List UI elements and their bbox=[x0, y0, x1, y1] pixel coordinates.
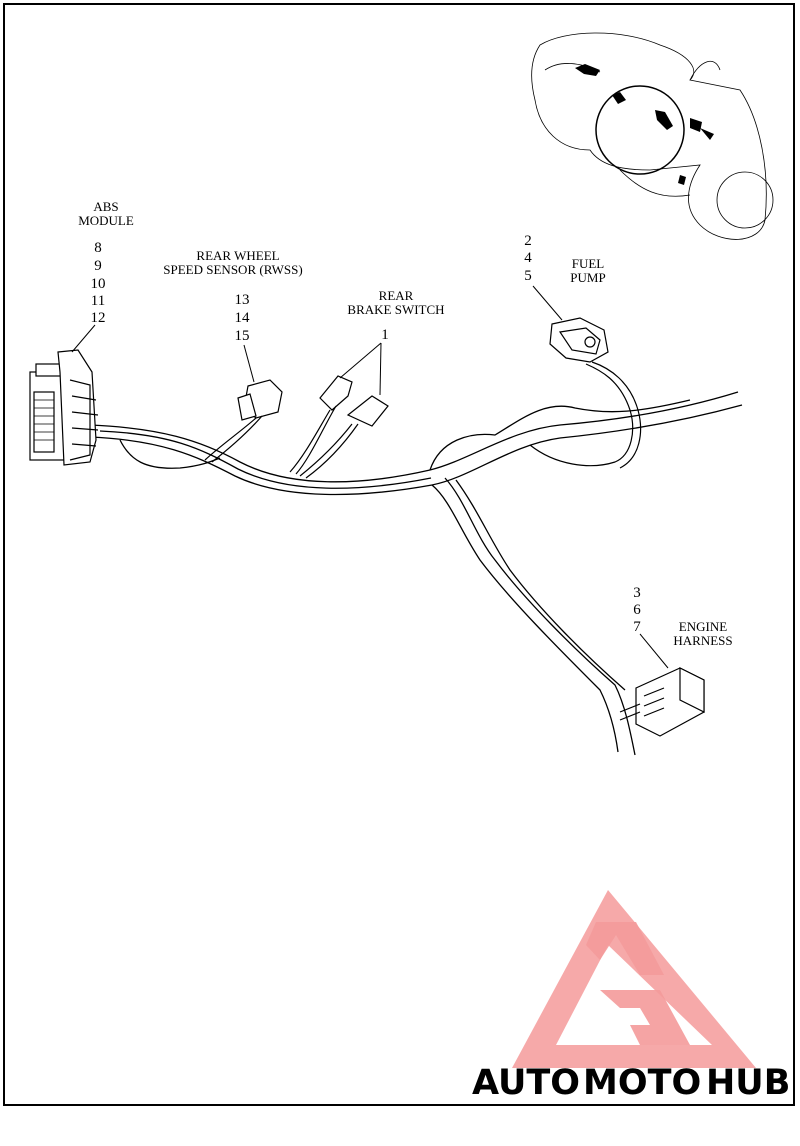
fuel-callout-4: 4 bbox=[524, 250, 532, 266]
motorcycle-locator-icon bbox=[531, 32, 774, 240]
brake-callout-1: 1 bbox=[381, 327, 389, 343]
rwss-callout-13: 13 bbox=[235, 292, 250, 308]
watermark-g-shape bbox=[600, 990, 690, 1045]
fuel-pump-label-line2: PUMP bbox=[570, 270, 605, 285]
rwss-connector bbox=[204, 379, 283, 463]
abs-module-label-line2: MODULE bbox=[78, 213, 134, 228]
engine-harness-label-line2: HARNESS bbox=[673, 633, 732, 648]
abs-callout-8: 8 bbox=[94, 240, 102, 256]
engine-callout-6: 6 bbox=[633, 602, 641, 618]
watermark-logo: AUTO MOTO HUB bbox=[472, 890, 790, 1103]
engine-callout-7: 7 bbox=[633, 619, 641, 635]
label-rwss: REAR WHEEL SPEED SENSOR (RWSS) 13 14 15 bbox=[163, 248, 302, 344]
engine-harness-connector bbox=[619, 667, 705, 737]
label-brake-switch: REAR BRAKE SWITCH 1 bbox=[347, 288, 444, 343]
rwss-label-line2: SPEED SENSOR (RWSS) bbox=[163, 262, 302, 277]
fuel-callout-2: 2 bbox=[524, 233, 532, 249]
label-abs-module: ABS MODULE 8 9 10 11 12 bbox=[78, 199, 134, 326]
label-engine-harness: 3 6 7 ENGINE HARNESS bbox=[633, 585, 732, 648]
abs-module-connector bbox=[29, 349, 99, 466]
leader-lines bbox=[71, 285, 669, 669]
fuel-pump-label-line1: FUEL bbox=[572, 256, 605, 271]
rwss-callout-14: 14 bbox=[235, 310, 251, 326]
brake-switch-label-line1: REAR bbox=[379, 288, 414, 303]
brake-switch-connectors bbox=[289, 375, 389, 479]
brake-switch-label-line2: BRAKE SWITCH bbox=[347, 302, 444, 317]
watermark-text-hub: HUB bbox=[706, 1063, 790, 1103]
label-fuel-pump: 2 4 5 FUEL PUMP bbox=[524, 233, 605, 285]
rwss-label-line1: REAR WHEEL bbox=[196, 248, 279, 263]
fuel-pump-connector bbox=[529, 317, 642, 469]
engine-callout-3: 3 bbox=[633, 585, 641, 601]
fuel-callout-5: 5 bbox=[524, 268, 532, 284]
locator-wiring-marks bbox=[575, 64, 714, 185]
watermark-text-moto: MOTO bbox=[583, 1063, 701, 1103]
watermark-text-auto: AUTO bbox=[472, 1063, 580, 1103]
locator-zoom-circle bbox=[595, 85, 685, 175]
diagram-frame bbox=[3, 3, 795, 1106]
watermark-m-shape bbox=[586, 922, 664, 975]
abs-callout-12: 12 bbox=[91, 310, 106, 326]
harness-trunk bbox=[89, 391, 743, 756]
abs-callout-10: 10 bbox=[91, 276, 106, 292]
abs-callout-9: 9 bbox=[94, 258, 102, 274]
abs-callout-11: 11 bbox=[91, 293, 105, 309]
abs-module-label-line1: ABS bbox=[93, 199, 118, 214]
rwss-callout-15: 15 bbox=[235, 328, 250, 344]
engine-harness-label-line1: ENGINE bbox=[679, 619, 727, 634]
